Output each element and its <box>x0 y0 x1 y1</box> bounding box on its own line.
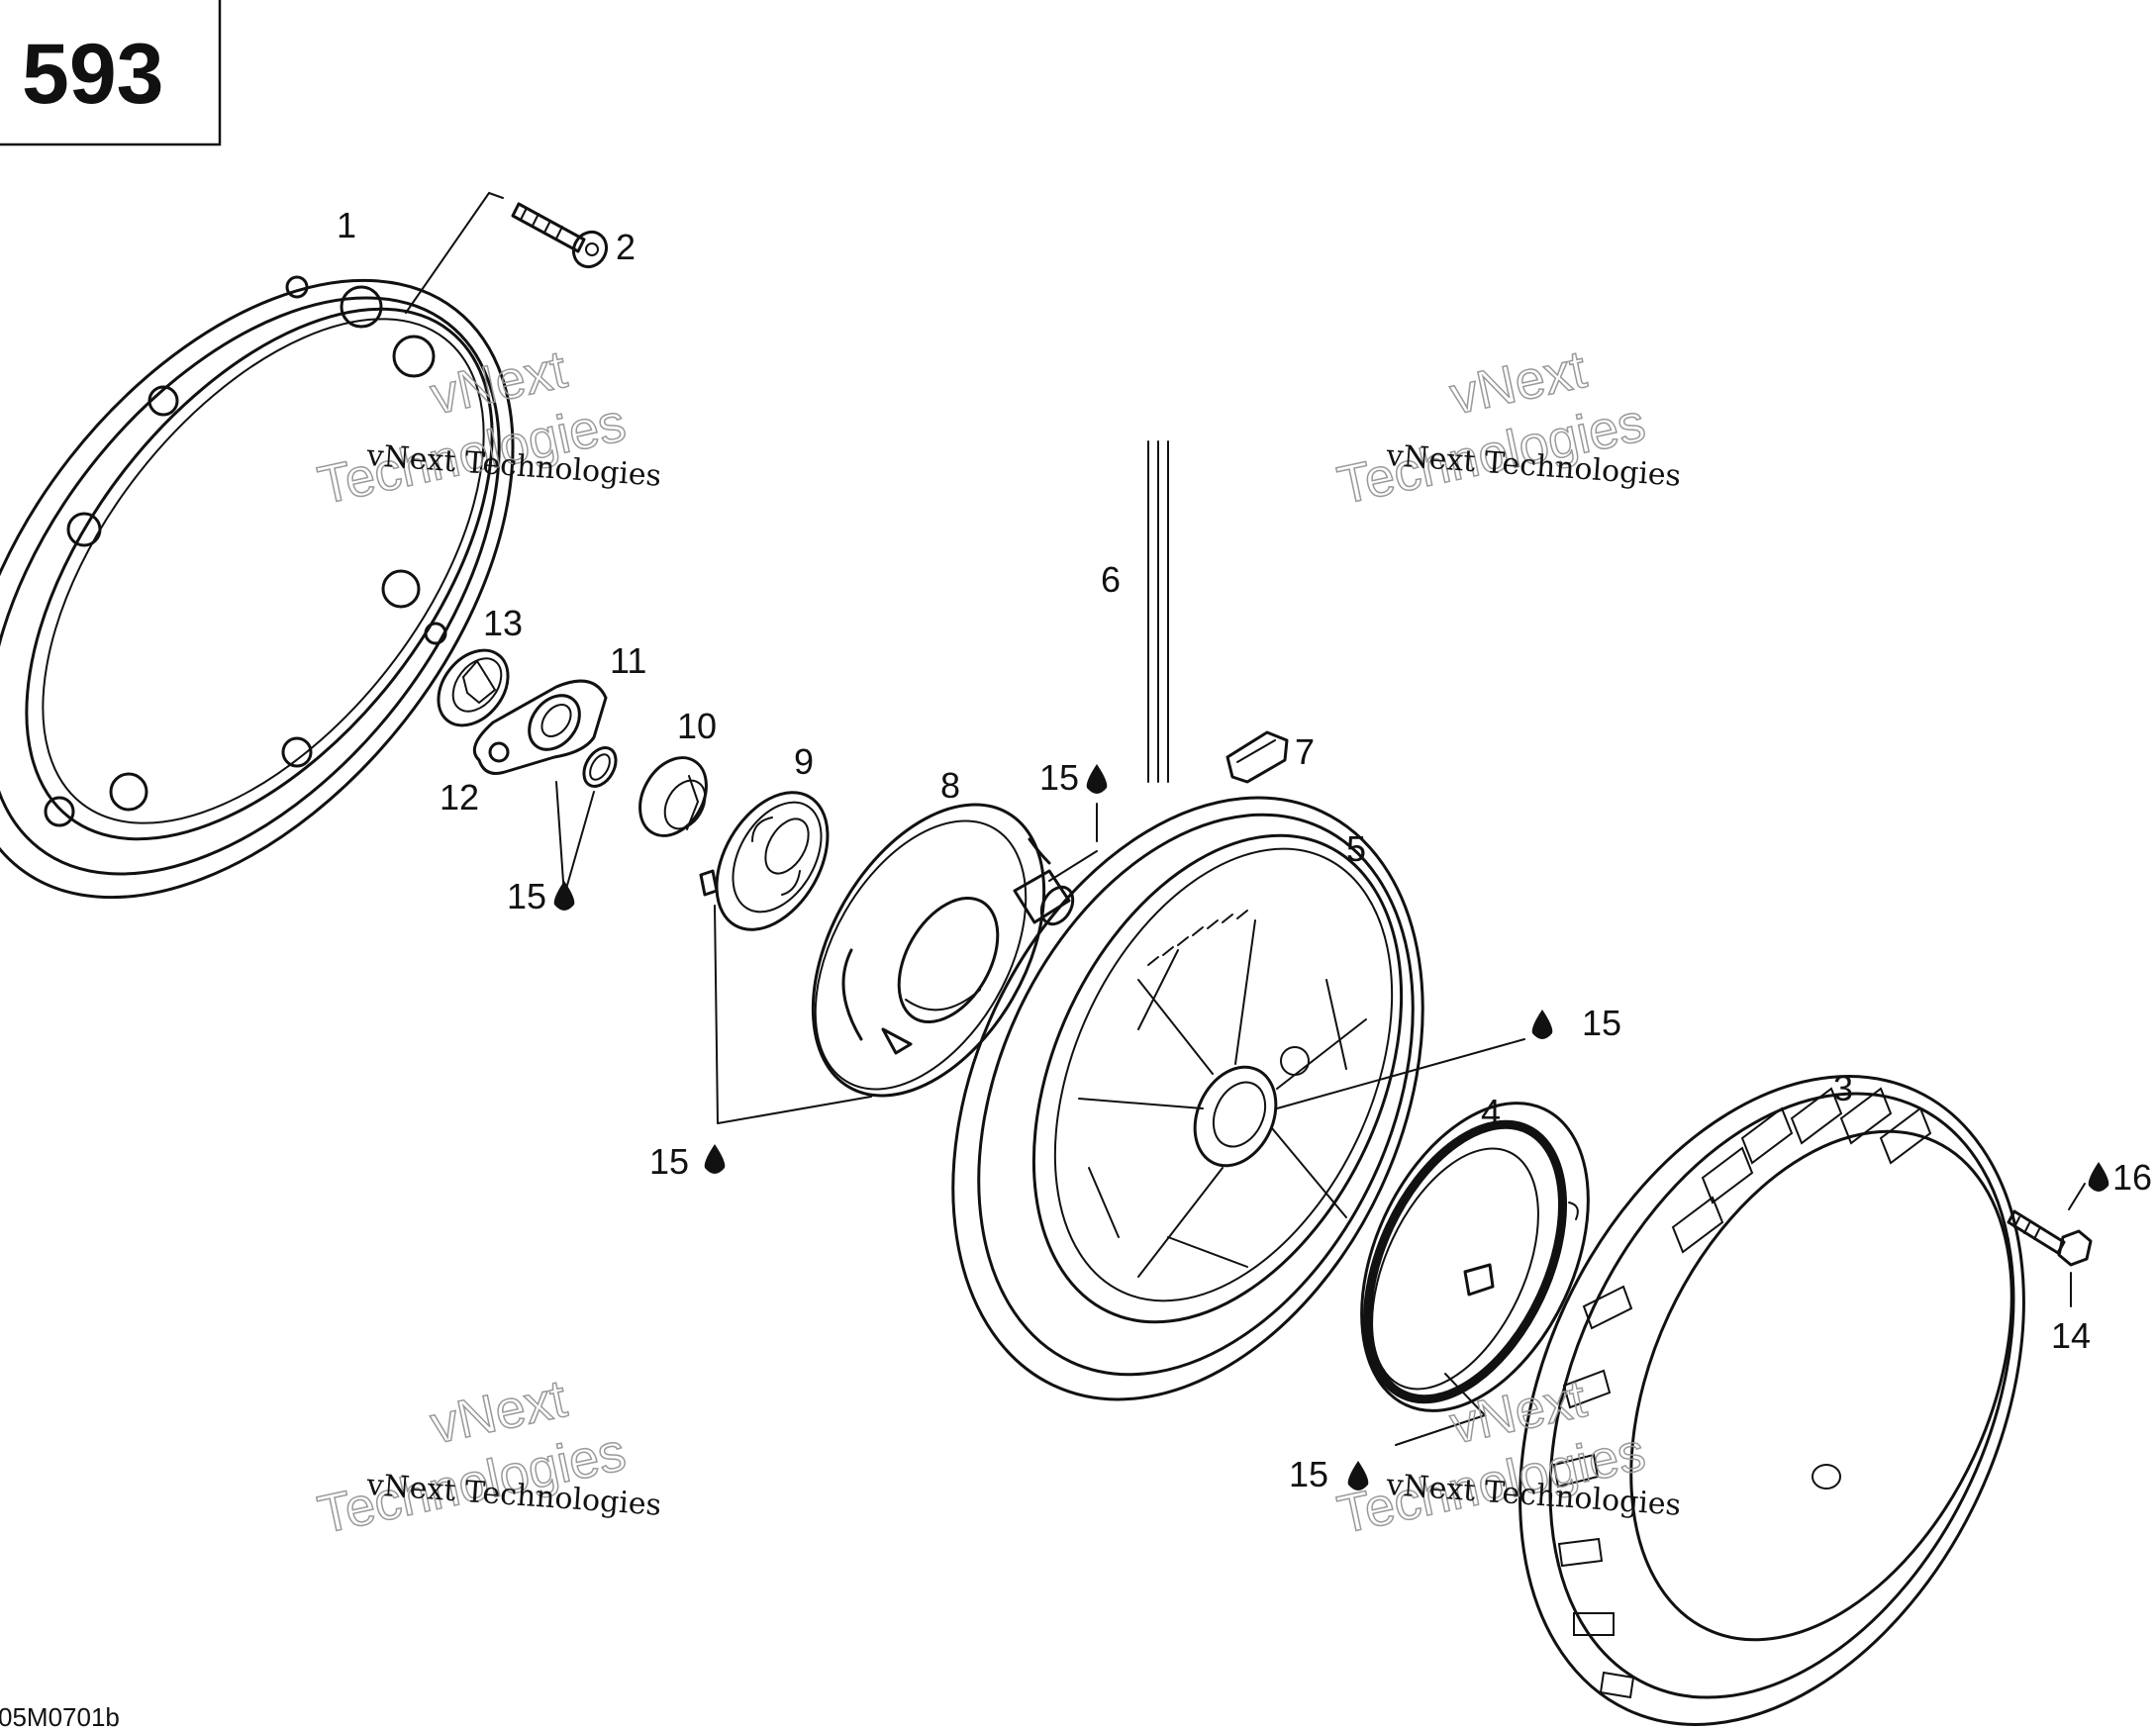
lubricant-callout-label: 15 <box>649 1141 689 1182</box>
callout-1: 1 <box>337 205 356 245</box>
callout-10: 10 <box>677 706 717 746</box>
part-13-seal <box>437 648 510 727</box>
page-number-box: 593 <box>0 0 222 146</box>
lubricant-callout-label: 15 <box>1582 1003 1621 1043</box>
callout-8: 8 <box>940 765 960 806</box>
oil-drop-icon <box>704 1144 726 1174</box>
part-2-screw <box>405 191 609 314</box>
callout-3: 3 <box>1833 1068 1853 1108</box>
drawing-code: 05M0701b <box>0 1702 120 1731</box>
leader-lines <box>555 781 1525 1446</box>
part-6-rope <box>1147 440 1169 783</box>
part-12-plate <box>472 679 608 775</box>
callout-16: 16 <box>2112 1157 2152 1198</box>
oil-drop-icon <box>1086 764 1108 794</box>
page-number: 593 <box>22 27 164 122</box>
callout-6: 6 <box>1101 559 1121 600</box>
callout-7: 7 <box>1295 731 1315 772</box>
lubricant-icons: 15 15 15 15 15 16 <box>507 757 2152 1494</box>
part-8-drive <box>811 803 1051 1098</box>
lubricant-callout-label: 15 <box>1039 757 1079 798</box>
part-7-pawl <box>1225 730 1289 784</box>
part-1-housing-ring <box>0 275 515 900</box>
part-9-spring-plate <box>699 791 830 931</box>
callout-2: 2 <box>616 227 636 267</box>
oil-drop-icon <box>1531 1010 1553 1039</box>
part-4-spring <box>1360 1102 1590 1412</box>
callout-4: 4 <box>1481 1092 1501 1132</box>
callout-12: 12 <box>440 777 479 817</box>
part-3-cover <box>1519 1075 2025 1726</box>
callout-5: 5 <box>1346 828 1366 869</box>
part-14-bolt <box>2007 1183 2093 1307</box>
callout-14: 14 <box>2051 1315 2091 1356</box>
part-11-o-ring <box>582 746 618 788</box>
oil-drop-icon <box>1347 1461 1369 1491</box>
callout-11: 11 <box>610 640 646 681</box>
callout-13: 13 <box>483 603 523 643</box>
part-10-bushing <box>638 756 708 837</box>
lubricant-callout-label: 15 <box>1289 1454 1328 1494</box>
part-5-pulley <box>951 796 1424 1401</box>
lubricant-callout-label: 15 <box>507 876 546 916</box>
oil-drop-icon <box>553 881 575 911</box>
callout-9: 9 <box>794 741 814 782</box>
oil-drop-icon <box>2088 1162 2109 1192</box>
